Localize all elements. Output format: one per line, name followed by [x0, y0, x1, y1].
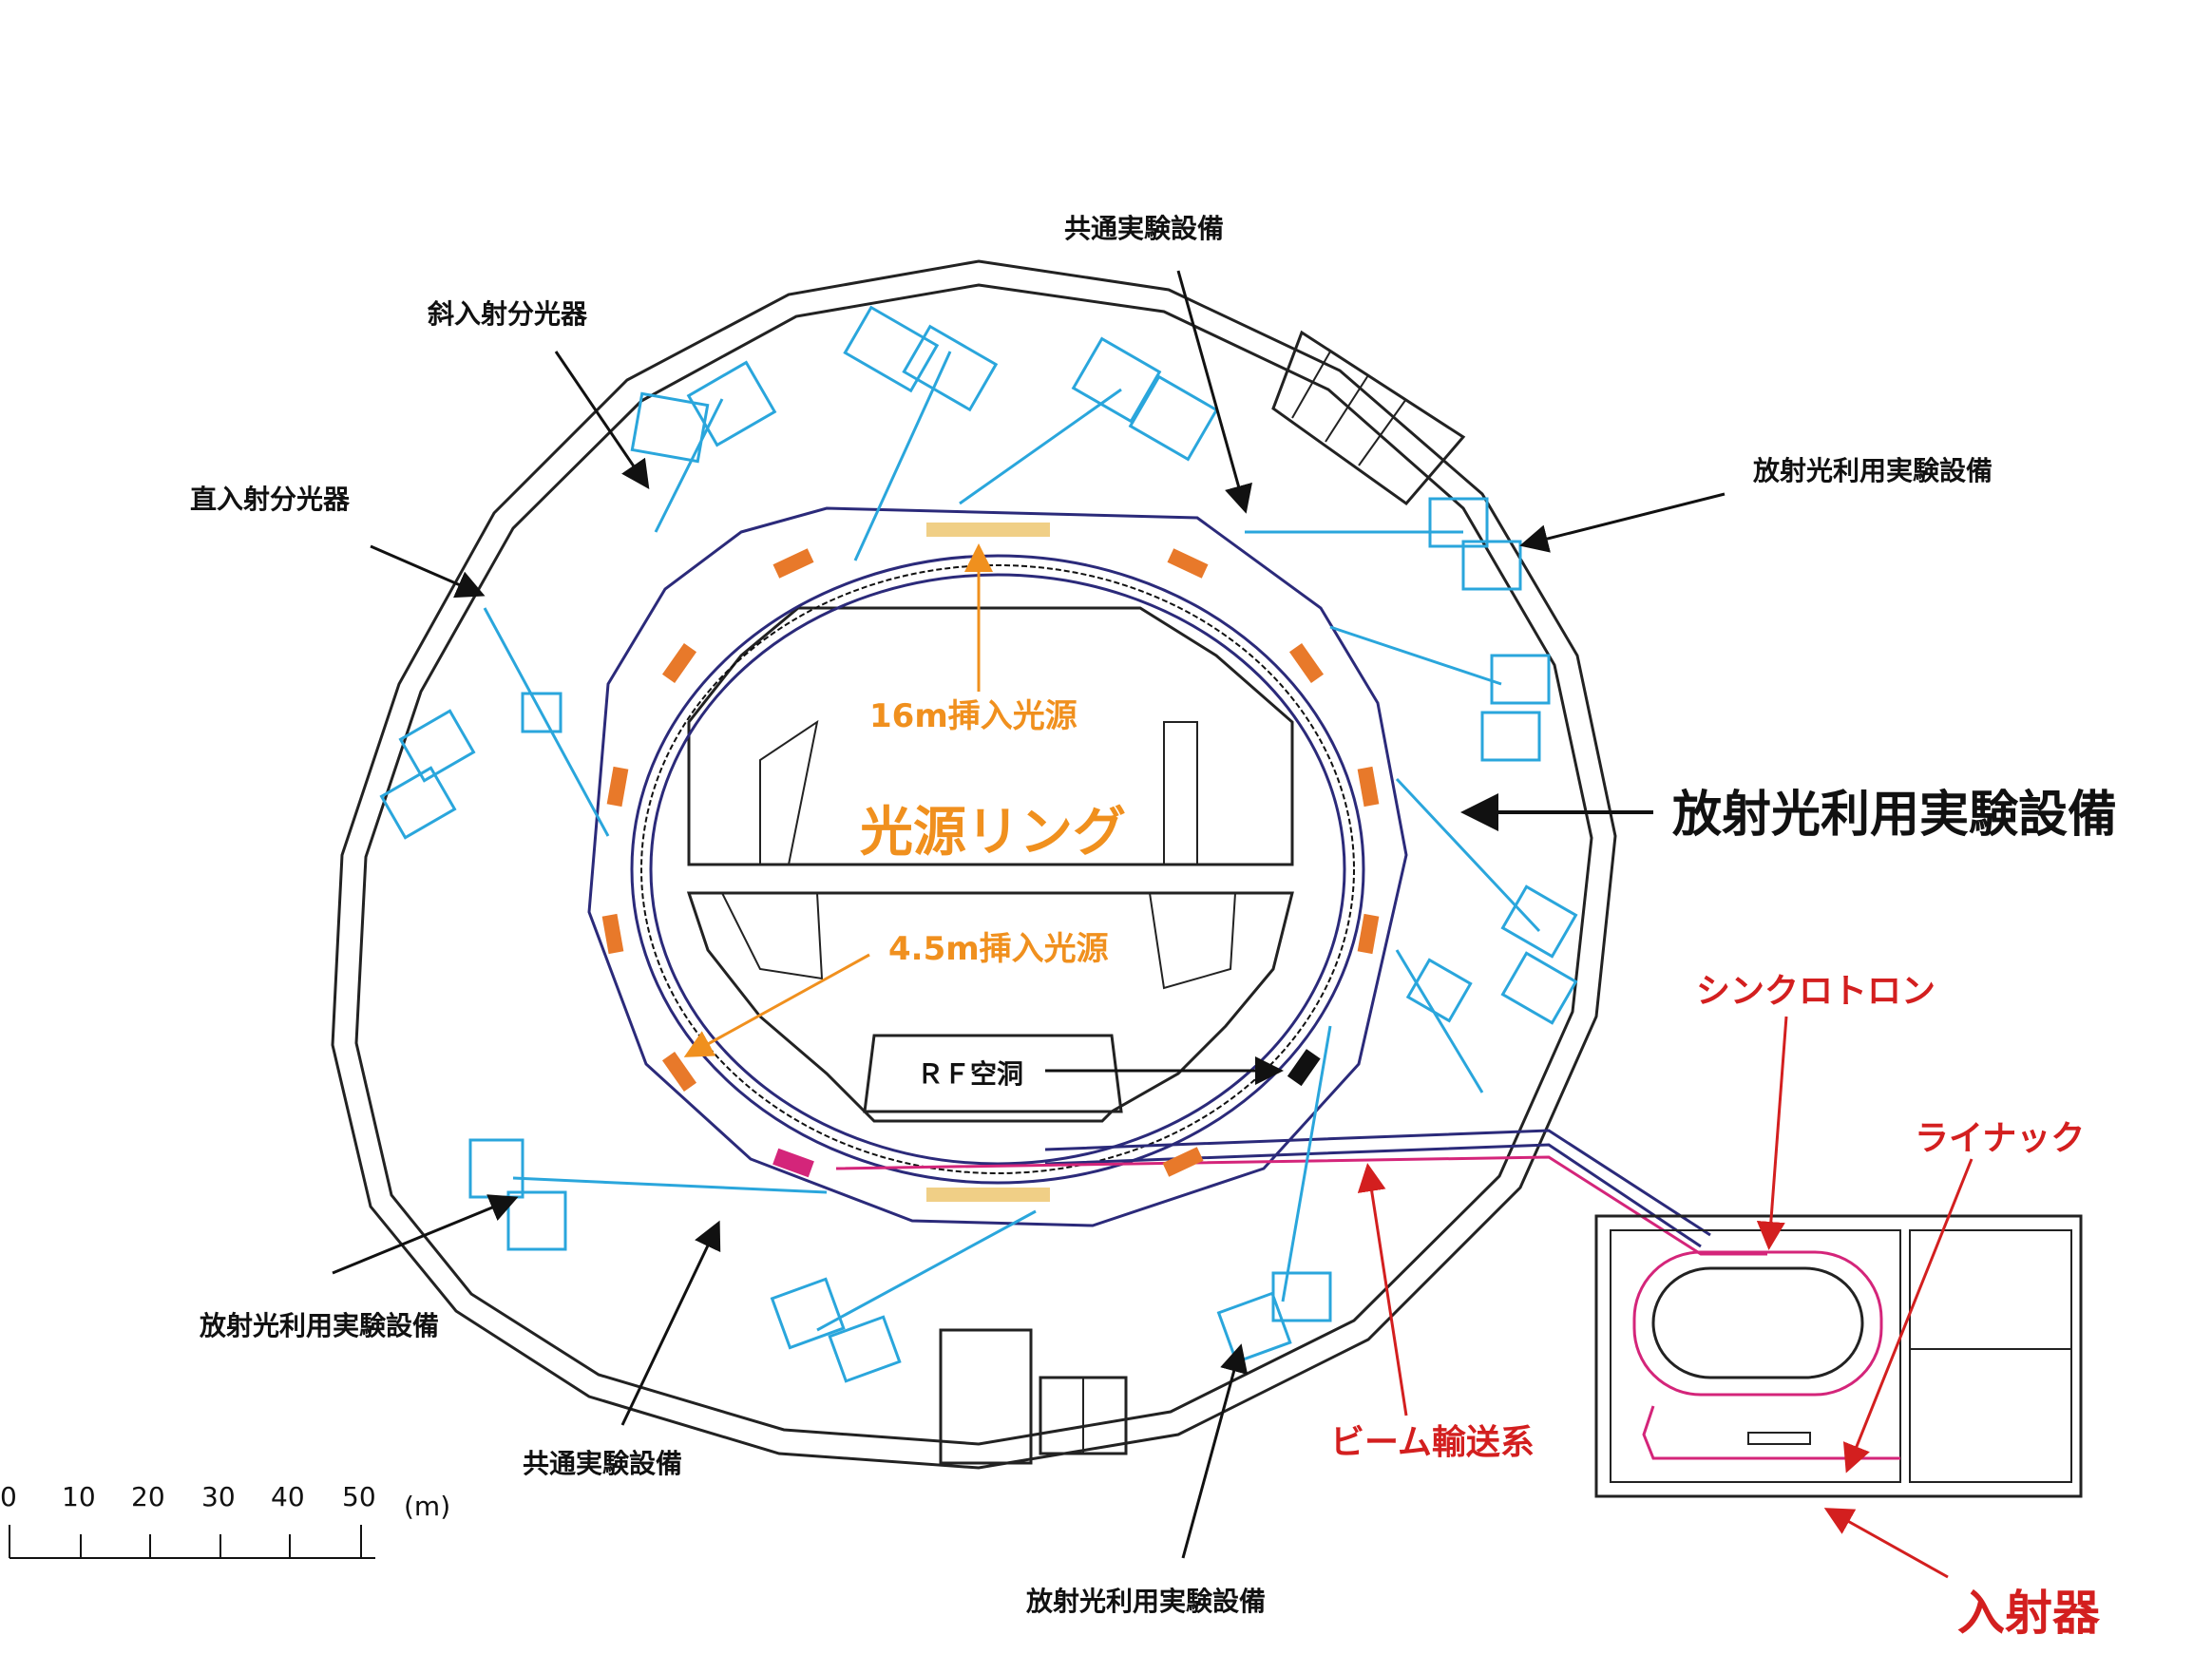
label-rf-cavity: ＲＦ空洞: [917, 1058, 1023, 1090]
scale-tick-10: 10: [62, 1481, 96, 1512]
label-undulator-4-5m: 4.5m挿入光源: [888, 930, 1109, 968]
label-sr-equipment-bottom: 放射光利用実験設備: [1025, 1586, 1266, 1617]
annotation-arrows: [332, 270, 1974, 1579]
beamline-left-normal: [379, 607, 610, 840]
rf-cavity-block: [1287, 1049, 1321, 1087]
beamline-right-2: [1329, 625, 1551, 762]
bending-magnet: [772, 548, 814, 579]
label-sr-equipment-right-main: 放射光利用実験設備: [1672, 787, 2117, 844]
scale-bar: 0 10 20 30 40 50 (m): [0, 1481, 450, 1559]
beamline-oblique-1: [843, 305, 999, 561]
label-normal-spectrometer: 直入射分光器: [190, 484, 351, 515]
beamline-bottom: [770, 1209, 1037, 1383]
label-undulator-16m: 16m挿入光源: [869, 697, 1077, 735]
label-oblique-spectrometer: 斜入射分光器: [428, 298, 588, 330]
label-sr-equipment-left-bottom: 放射光利用実験設備: [199, 1310, 439, 1341]
bending-magnet: [1357, 913, 1380, 955]
label-common-equipment-bottom: 共通実験設備: [523, 1448, 682, 1479]
bending-magnet: [601, 913, 624, 955]
bending-magnet: [1162, 1147, 1204, 1177]
beamline-bottom-left: [468, 1138, 828, 1251]
beamline-bottom-right: [1216, 1025, 1332, 1364]
bending-magnet: [1167, 548, 1209, 579]
label-synchrotron: シンクロトロン: [1696, 972, 1936, 1011]
experiment-hutches-bottom: [939, 1328, 1128, 1465]
scale-tick-20: 20: [131, 1481, 165, 1512]
label-storage-ring: 光源リング: [860, 802, 1126, 864]
beamlines: [379, 305, 1578, 1383]
bending-magnet: [661, 643, 697, 683]
beamline-right-4: [1395, 949, 1484, 1093]
bending-magnet: [606, 766, 629, 808]
scale-unit: (m): [404, 1491, 450, 1522]
injector-building: [1594, 1214, 2083, 1498]
scale-tick-50: 50: [342, 1481, 376, 1512]
label-sr-equipment-right-top: 放射光利用実験設備: [1752, 455, 1993, 486]
storage-ring: [587, 506, 1408, 1227]
building-outer-wall: [331, 259, 1617, 1470]
label-common-equipment-top: 共通実験設備: [1064, 213, 1224, 244]
bending-magnet: [1288, 643, 1325, 683]
kicker-magnet: [772, 1148, 814, 1178]
scale-tick-30: 30: [201, 1481, 236, 1512]
bending-magnet: [1357, 766, 1380, 808]
beamline-right-3: [1395, 777, 1578, 1025]
undulator-16m-bottom: [926, 1188, 1050, 1202]
central-building: [686, 606, 1294, 1123]
label-beam-transport: ビーム輸送系: [1330, 1423, 1535, 1462]
experiment-hutches-top-right: [1271, 330, 1466, 506]
undulator-16m-top: [926, 523, 1050, 537]
scale-tick-0: 0: [0, 1481, 17, 1512]
bending-magnet: [661, 1052, 697, 1092]
label-linac: ライナック: [1915, 1119, 2085, 1158]
beamline-top-right-1: [959, 336, 1219, 505]
scale-tick-40: 40: [271, 1481, 305, 1512]
ring-components: [601, 523, 1380, 1202]
label-injector: 入射器: [1957, 1586, 2101, 1641]
beamline-oblique-2: [630, 360, 777, 533]
beamline-right-1: [1245, 497, 1522, 591]
